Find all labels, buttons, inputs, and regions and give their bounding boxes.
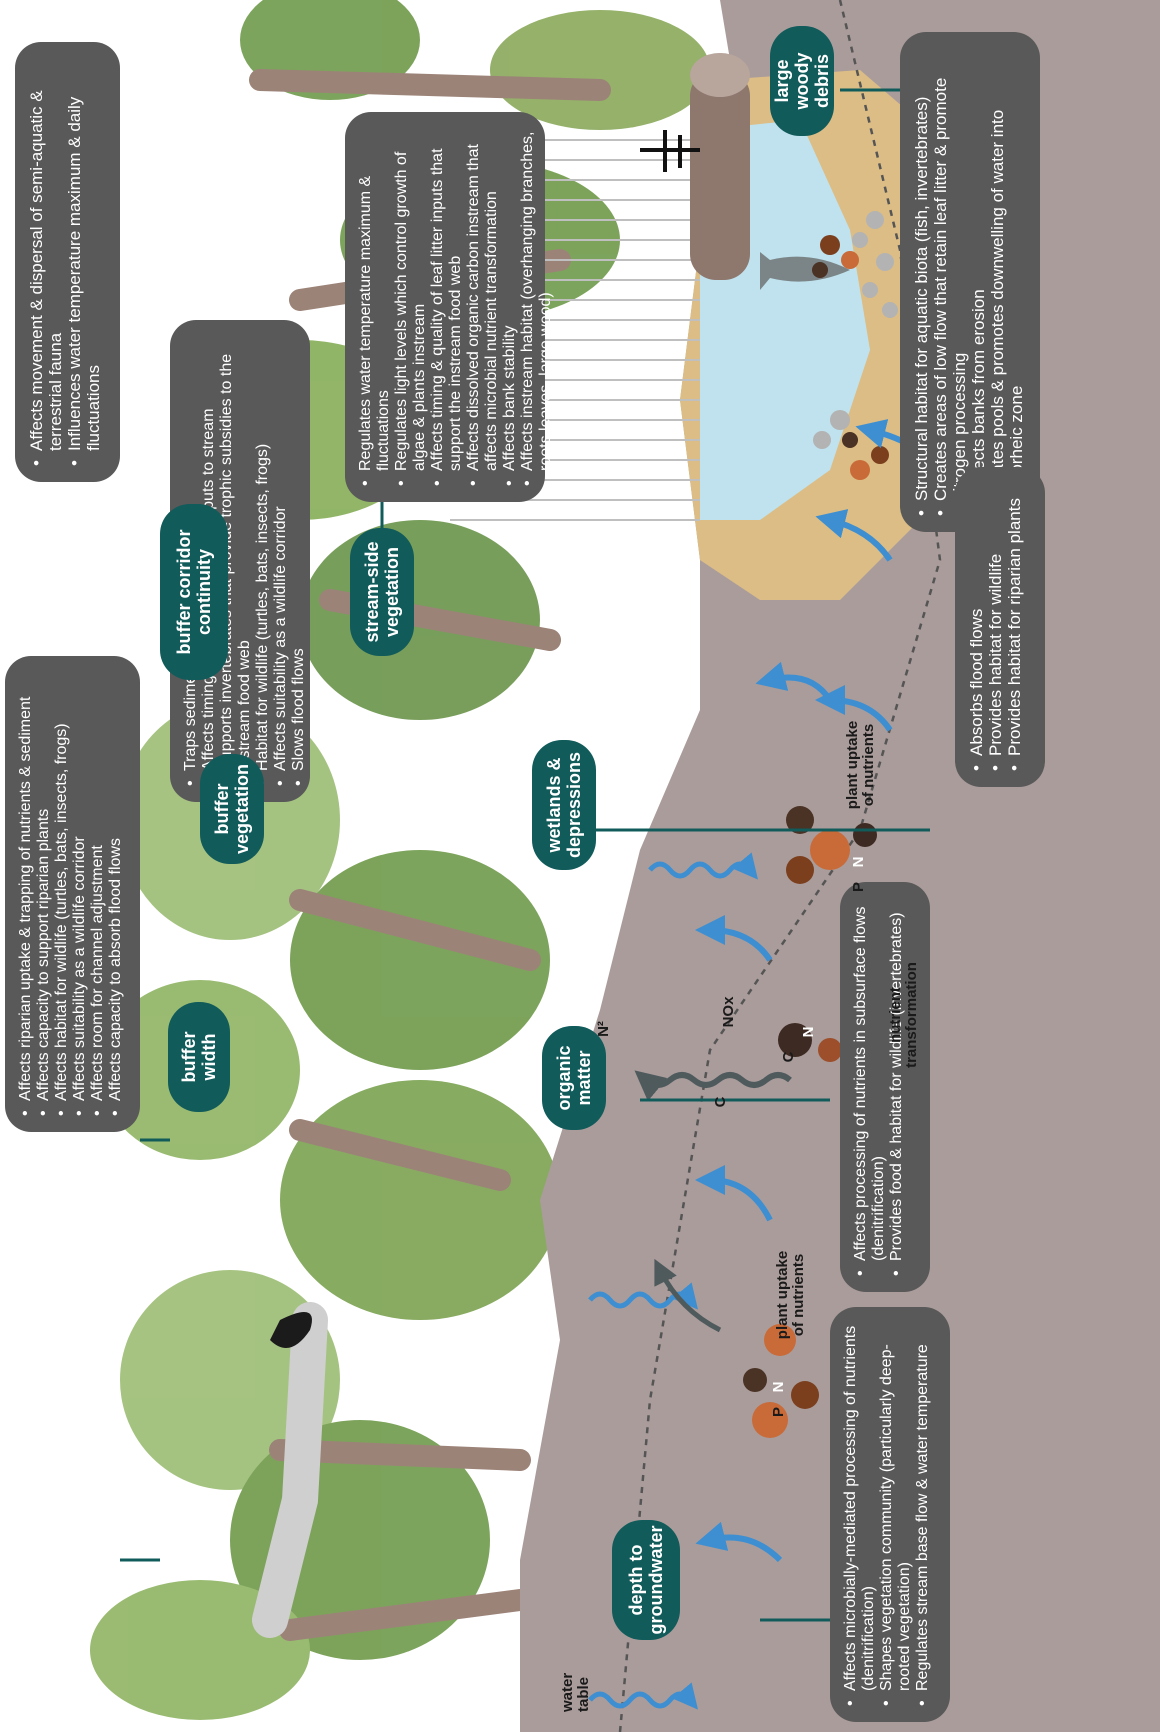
vegetation-item: Habitat for wildlife (turtles, bats, ins… — [254, 336, 272, 786]
carbon-label-2: C — [780, 1047, 797, 1067]
stream-side-vegetation-pill: stream-side vegetation — [350, 528, 414, 656]
debris-info-box: Structural habitat for aquatic biota (fi… — [900, 32, 1040, 532]
debris-item: Creates pools & promotes downwelling of … — [988, 48, 1026, 516]
streamside-item: Affects dissolved organic carbon instrea… — [465, 128, 501, 486]
streamside-item: Affects timing & quality of leaf litter … — [429, 128, 465, 486]
groundwater-info-box: Affects microbially-mediated processing … — [830, 1307, 950, 1722]
large-woody-debris-pill: large woody debris — [770, 26, 834, 136]
wetlands-depressions-pill: wetlands & depressions — [532, 740, 596, 870]
width-item: Affects riparian uptake & trapping of nu… — [17, 672, 35, 1116]
depth-to-groundwater-pill: depth to groundwater — [612, 1520, 680, 1640]
wetlands-info-box: Absorbs flood flows Provides habitat for… — [955, 467, 1045, 787]
debris-item: Protects banks from erosion — [969, 48, 988, 516]
streamside-info-box: Regulates water temperature maximum & fl… — [345, 112, 545, 502]
width-item: Affects habitat for wildlife (turtles, b… — [53, 672, 71, 1116]
streamside-item: Regulates light levels which control gro… — [393, 128, 429, 486]
wetlands-item: Provides habitat for wildlife — [986, 483, 1005, 771]
vegetation-item: Affects suitability as a wildlife corrid… — [272, 336, 290, 786]
n2-label: N² — [595, 1014, 612, 1044]
debris-item: Creates areas of low flow that retain le… — [931, 48, 969, 516]
plant-uptake-label-right: plant uptake of nutrients — [845, 710, 877, 820]
width-info-box: Affects riparian uptake & trapping of nu… — [5, 656, 140, 1132]
nutrient-transformation-label: nutrient transformation — [888, 950, 920, 1080]
width-item: Affects room for channel adjustment — [89, 672, 107, 1116]
carbon-label: C — [712, 1092, 729, 1112]
vegetation-item: Slows flood flows — [290, 336, 308, 786]
nitrogen-label-right: N — [850, 852, 867, 872]
streamside-item: Affects bank stability — [501, 128, 519, 486]
wetlands-item: Provides habitat for riparian plants — [1005, 483, 1024, 771]
corridor-info-box: Affects movement & dispersal of semi-aqu… — [15, 42, 120, 482]
wetlands-item: Absorbs flood flows — [967, 483, 986, 771]
corridor-item: Affects movement & dispersal of semi-aqu… — [27, 58, 65, 466]
nitrogen-label-middle: N — [800, 1022, 817, 1042]
buffer-corridor-continuity-pill: buffer corridor continuity — [160, 504, 228, 680]
corridor-item: Influences water temperature maximum & d… — [65, 58, 103, 466]
width-item: Affects capacity to support riparian pla… — [35, 672, 53, 1116]
organic-info-box: Affects processing of nutrients in subsu… — [840, 882, 930, 1292]
streamside-item: Regulates water temperature maximum & fl… — [357, 128, 393, 486]
groundwater-item: Shapes vegetation community (particularl… — [878, 1323, 914, 1706]
groundwater-item: Regulates stream base flow & water tempe… — [914, 1323, 932, 1706]
nitrogen-label-left: N — [770, 1377, 787, 1397]
organic-item: Affects processing of nutrients in subsu… — [852, 898, 888, 1276]
groundwater-item: Affects microbially-mediated processing … — [842, 1323, 878, 1706]
plant-uptake-label-left: plant uptake of nutrients — [775, 1240, 807, 1350]
nox-label: NOx — [720, 992, 737, 1032]
streamside-item: Affects instream habitat (overhanging br… — [519, 128, 555, 486]
phosphorus-label-left: P — [770, 1402, 787, 1422]
buffer-width-pill: buffer width — [168, 1002, 230, 1112]
debris-item: Structural habitat for aquatic biota (fi… — [912, 48, 931, 516]
width-item: Affects suitability as a wildlife corrid… — [71, 672, 89, 1116]
buffer-vegetation-pill: buffer vegetation — [200, 754, 264, 864]
water-table-label: water table — [560, 1652, 592, 1712]
phosphorus-label-right: P — [850, 877, 867, 897]
width-item: Affects capacity to absorb flood flows — [107, 672, 125, 1116]
